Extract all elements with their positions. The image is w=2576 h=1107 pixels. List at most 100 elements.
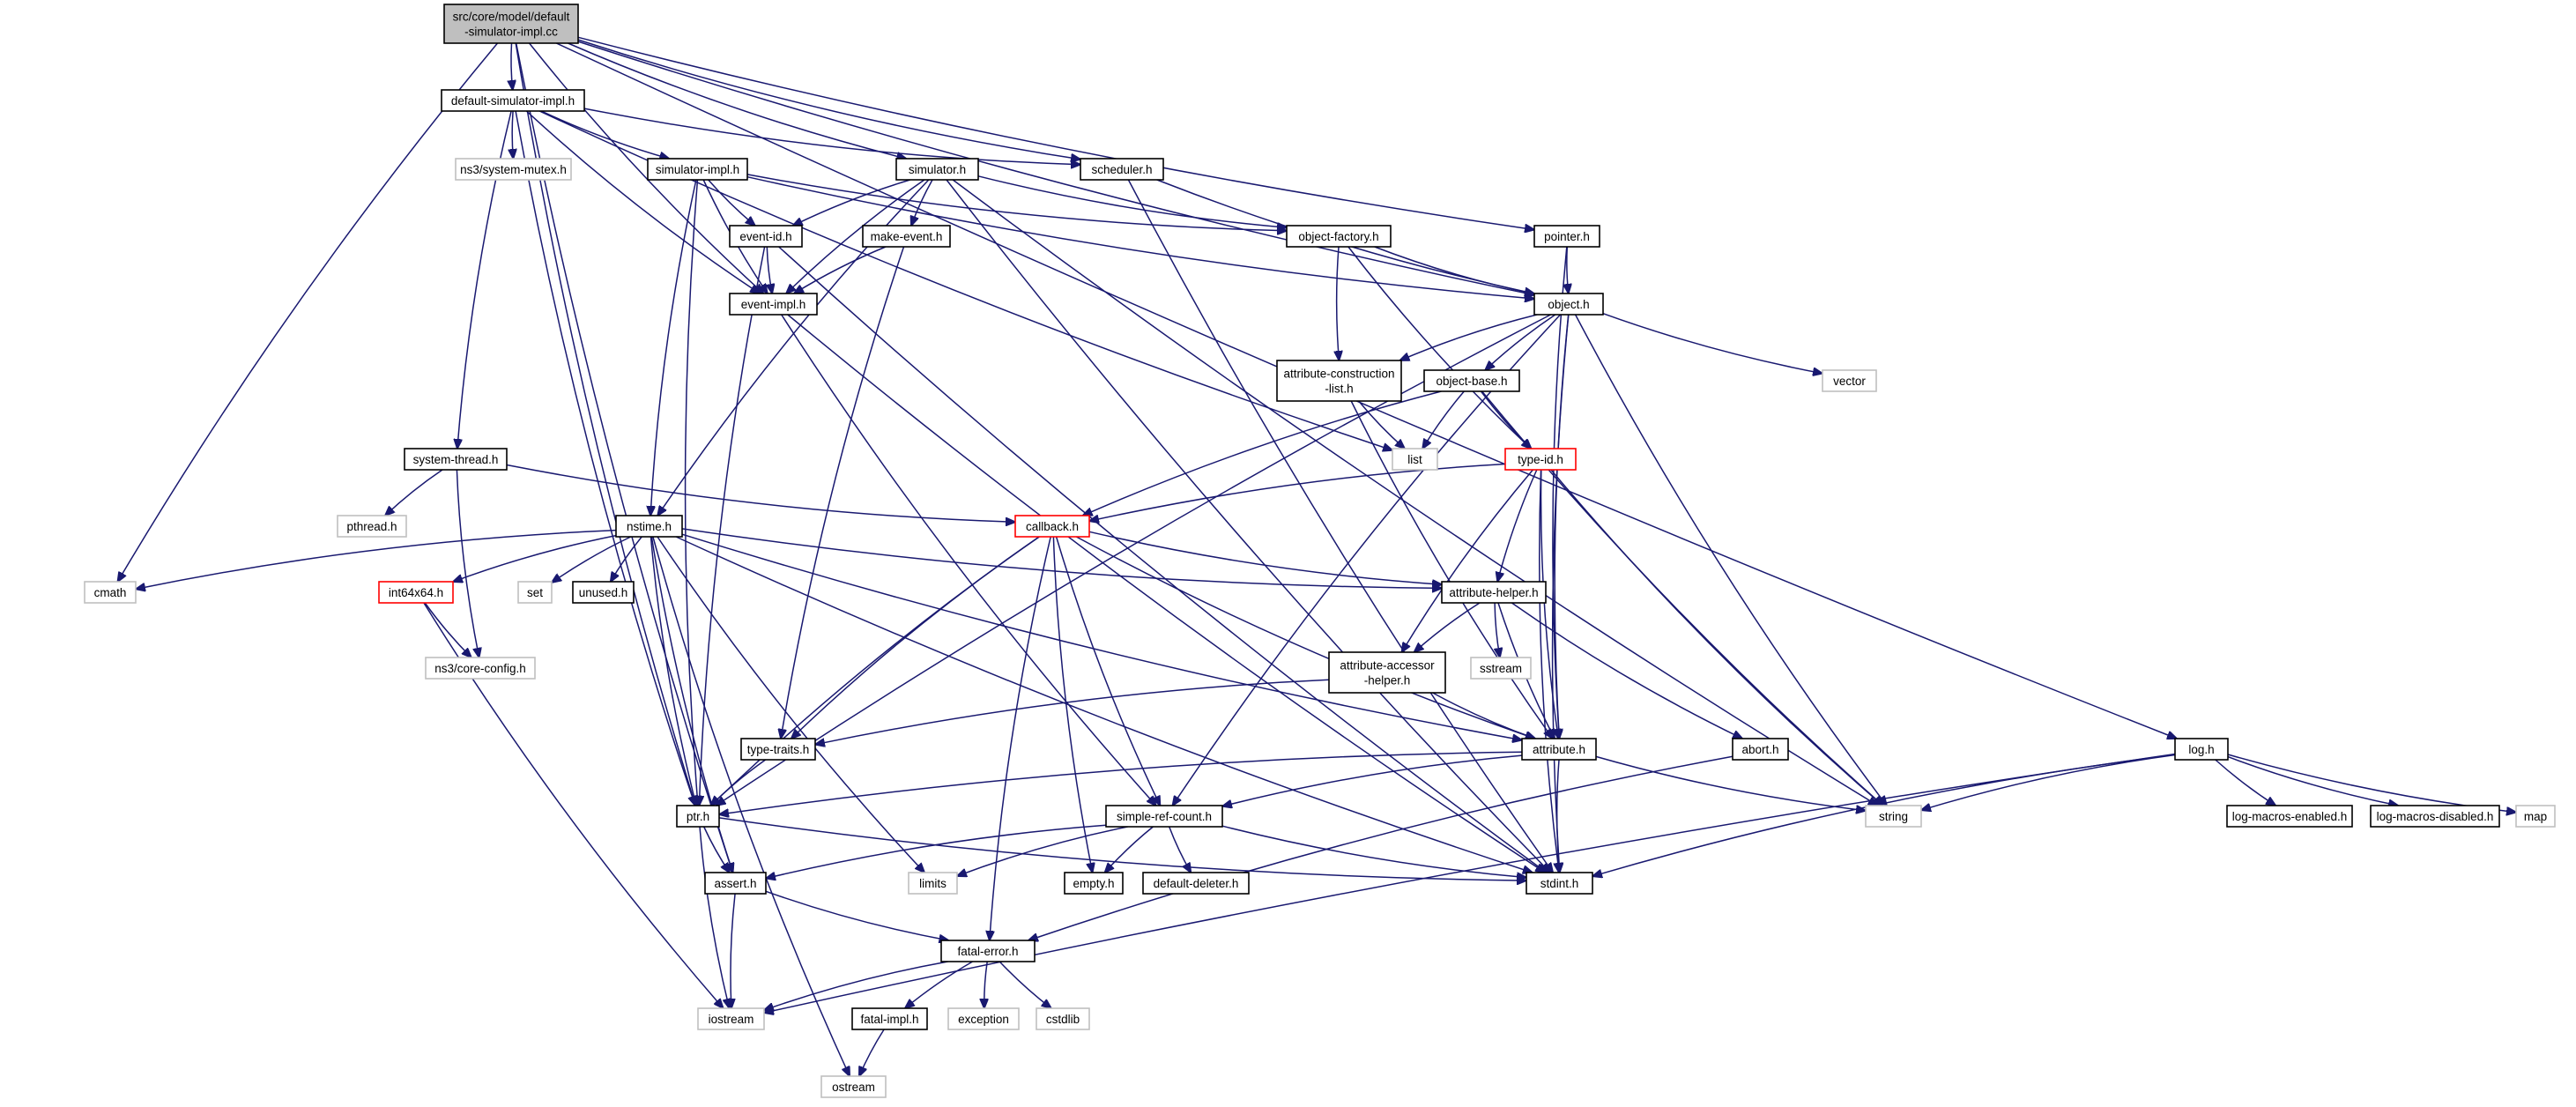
node-fatalerror[interactable]: fatal-error.h [940,940,1036,962]
node-cmath[interactable]: cmath [84,581,137,604]
node-map[interactable]: map [2515,805,2556,828]
edge-makeevent-to-typetraits [781,246,905,739]
edge-typeid-to-string [1550,469,1883,806]
edge-simpleref-to-empty [1105,826,1154,873]
node-set[interactable]: set [517,581,553,604]
edge-systhread-to-coreconfig [456,469,479,658]
node-box [1822,369,1877,392]
edge-makeevent-to-eventimpl [794,246,887,293]
node-label: nstime.h [627,520,672,533]
node-simimpl[interactable]: simulator-impl.h [647,158,748,181]
node-box [1521,738,1597,761]
edge-attrhelper-to-sstream [1495,602,1500,658]
node-cstdlib[interactable]: cstdlib [1036,1007,1090,1030]
node-scheduler[interactable]: scheduler.h [1080,158,1164,181]
node-box [697,1007,765,1030]
node-exception[interactable]: exception [947,1007,1020,1030]
node-attrcons[interactable]: attribute-construction-list.h [1276,360,1402,402]
node-makeevent[interactable]: make-event.h [862,225,951,248]
node-sstream[interactable]: sstream [1470,657,1532,680]
node-label: default-deleter.h [1154,877,1239,890]
edge-systhread-to-pthread [385,469,443,516]
node-eventimpl[interactable]: event-impl.h [729,293,818,316]
node-simpleref[interactable]: simple-ref-count.h [1105,805,1223,828]
edge-abort-to-fatalerror [1028,755,1733,940]
node-label: default-simulator-impl.h [451,94,575,108]
node-box [676,805,720,828]
node-label: ptr.h [687,810,709,823]
node-pointer[interactable]: pointer.h [1533,225,1600,248]
node-mutex[interactable]: ns3/system-mutex.h [455,158,572,181]
edge-callback-to-empty [1052,536,1092,873]
edge-simulator-to-eventid [793,179,911,226]
node-logdis[interactable]: log-macros-disabled.h [2370,805,2500,828]
node-object[interactable]: object.h [1533,293,1604,316]
node-vector[interactable]: vector [1822,369,1877,392]
edge-eventimpl-to-stdint [787,314,1545,873]
node-box [425,657,536,680]
node-stdint[interactable]: stdint.h [1526,872,1593,895]
node-label: limits [919,877,947,890]
edge-ptr-to-iostream [699,826,730,1008]
node-empty[interactable]: empty.h [1064,872,1124,895]
node-ostream[interactable]: ostream [820,1075,887,1098]
edge-callback-to-attribute [1075,536,1534,739]
edge-attracc-to-attribute [1432,692,1536,739]
edge-dsih-to-mutex [512,110,513,159]
node-unused[interactable]: unused.h [572,581,635,604]
node-box [1392,448,1438,471]
edge-logh-to-logen [2215,759,2275,806]
node-objfactory[interactable]: object-factory.h [1286,225,1392,248]
node-root[interactable]: src/core/model/default-simulator-impl.cc [443,4,579,44]
node-box [940,940,1036,962]
edge-root-to-simulator [568,42,907,159]
node-attracc[interactable]: attribute-accessor-helper.h [1328,651,1446,694]
node-label: type-id.h [1518,453,1563,466]
node-label: object-factory.h [1298,230,1378,243]
node-box [2515,805,2556,828]
node-iostream[interactable]: iostream [697,1007,765,1030]
node-box [455,158,572,181]
node-deleter[interactable]: default-deleter.h [1142,872,1250,895]
node-box [1080,158,1164,181]
node-label: pointer.h [1544,230,1590,243]
node-systhread[interactable]: system-thread.h [404,448,508,471]
node-simulator[interactable]: simulator.h [895,158,979,181]
node-nstime[interactable]: nstime.h [615,515,683,538]
node-fatalimpl[interactable]: fatal-impl.h [851,1007,928,1030]
node-logh[interactable]: log.h [2174,738,2229,761]
node-objbase[interactable]: object-base.h [1423,369,1520,392]
node-label: object.h [1548,298,1589,311]
node-limits[interactable]: limits [908,872,958,895]
node-typeid[interactable]: type-id.h [1504,448,1577,471]
edge-simpleref-to-stdint [1221,825,1526,877]
node-dsih[interactable]: default-simulator-impl.h [441,89,585,112]
node-coreconfig[interactable]: ns3/core-config.h [425,657,536,680]
nodes-layer: src/core/model/default-simulator-impl.cc… [84,4,2556,1098]
node-attrhelper[interactable]: attribute-helper.h [1441,581,1547,604]
node-pthread[interactable]: pthread.h [337,515,407,538]
edge-attribute-to-ptr [719,751,1523,814]
node-ptr[interactable]: ptr.h [676,805,720,828]
node-int64[interactable]: int64x64.h [378,581,454,604]
node-list[interactable]: list [1392,448,1438,471]
node-eventid[interactable]: event-id.h [729,225,803,248]
node-assert[interactable]: assert.h [704,872,767,895]
node-abort[interactable]: abort.h [1732,738,1789,761]
node-label: string [1879,810,1908,823]
node-label: empty.h [1073,877,1114,890]
node-string[interactable]: string [1865,805,1922,828]
node-logen[interactable]: log-macros-enabled.h [2226,805,2353,828]
node-typetraits[interactable]: type-traits.h [740,738,816,761]
edge-dsih-to-ptr [515,110,695,806]
node-box [2174,738,2229,761]
node-label: log-macros-disabled.h [2377,810,2494,823]
node-box [908,872,958,895]
node-label: -list.h [1325,383,1353,396]
node-callback[interactable]: callback.h [1014,515,1090,538]
node-attribute[interactable]: attribute.h [1521,738,1597,761]
node-box [1423,369,1520,392]
node-label: event-id.h [739,230,791,243]
edge-fatalerror-to-cstdlib [998,961,1051,1008]
edge-logh-to-iostream [764,753,2176,1014]
